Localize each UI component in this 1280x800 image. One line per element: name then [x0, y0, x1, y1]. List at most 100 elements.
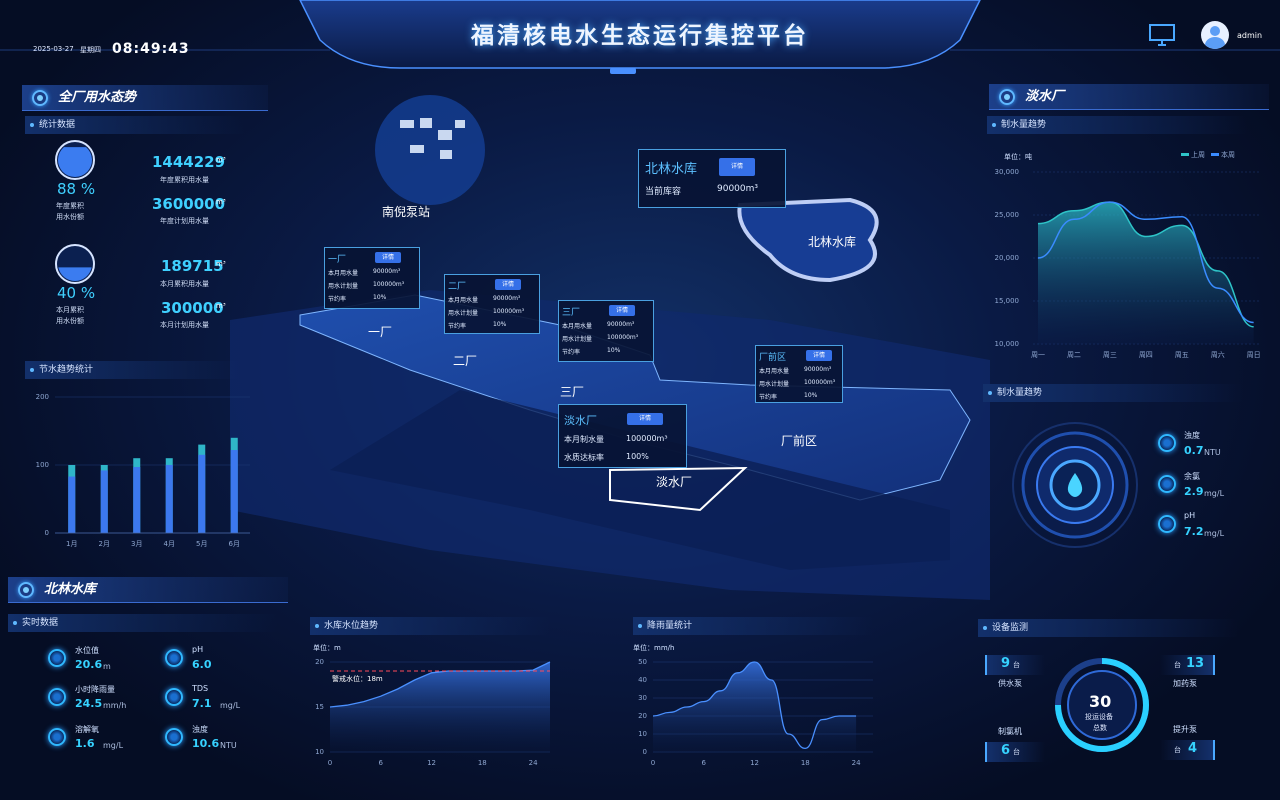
legend-swatch — [1211, 153, 1219, 156]
y-tick-label: 20 — [315, 658, 324, 666]
reservoir-detail-button[interactable]: 详情 — [719, 158, 755, 176]
sub-header-devices: 设备监测 — [978, 619, 1238, 637]
x-tick-label: 周三 — [1103, 351, 1117, 359]
plant-detail-button[interactable]: 详情 — [495, 279, 521, 290]
map-label-reservoir: 北林水库 — [808, 235, 857, 249]
plant-detail-button[interactable]: 详情 — [806, 350, 832, 361]
bar-used — [133, 467, 141, 533]
sub-header-rainfall: 降雨量统计 — [633, 617, 873, 635]
monitor-icon[interactable] — [1148, 23, 1176, 47]
plant-row-key: 节约率 — [448, 323, 467, 330]
year-total-label: 年度累积用水量 — [160, 176, 209, 184]
y-tick-label: 0 — [45, 529, 49, 537]
fresh-row-key: 本月制水量 — [564, 435, 604, 444]
reservoir-popup-title: 北林水库 — [645, 162, 698, 177]
pump-station-disc[interactable] — [375, 95, 485, 205]
sensor-unit: NTU — [220, 741, 237, 750]
plant-row-key: 本月用水量 — [759, 368, 790, 375]
map-label-plant-3: 三厂 — [560, 385, 585, 399]
unit-label: m³ — [216, 156, 226, 164]
year-plan-label: 年度计划用水量 — [160, 217, 209, 225]
quality-name: 浊度 — [1184, 431, 1200, 440]
plant-row-value: 10% — [373, 294, 387, 301]
sensor-ring-icon — [48, 728, 66, 746]
y-tick-label: 25,000 — [995, 211, 1020, 219]
unit-label: m³ — [216, 302, 226, 310]
plant-row-key: 用水计划量 — [562, 336, 593, 343]
series-line — [1037, 201, 1254, 328]
production-unit-label: 单位：吨 — [1004, 153, 1032, 161]
quality-value: 0.7 — [1184, 444, 1204, 457]
fresh-plant-popup: 淡水厂 详情 本月制水量 100000m³ 水质达标率 100% — [558, 404, 687, 468]
month-plan-label: 本月计划用水量 — [160, 321, 209, 329]
avatar-body-icon — [1205, 37, 1225, 49]
sensor-ring-icon — [165, 688, 183, 706]
plant-row-value: 90000m³ — [493, 295, 521, 302]
fresh-row-value: 100000m³ — [626, 434, 668, 443]
sensor-value: 10.6 — [192, 737, 220, 750]
plant-row-value: 10% — [493, 321, 507, 328]
device-supply-pump[interactable]: 9 台 — [985, 655, 1045, 675]
target-icon — [999, 89, 1015, 105]
device-dosing-pump[interactable]: 台 13 — [1160, 655, 1215, 675]
series-area — [1038, 202, 1254, 344]
plant-row-key: 节约率 — [562, 349, 581, 356]
current-time: 08:49:43 — [112, 41, 190, 57]
map-roads — [330, 390, 950, 570]
x-tick-label: 周日 — [1247, 351, 1261, 359]
x-tick-label: 6 — [702, 759, 707, 767]
rain-unit-label: 单位：mm/h — [633, 644, 675, 652]
device-chlorinator[interactable]: 6 台 — [985, 742, 1045, 762]
x-tick-label: 周四 — [1139, 351, 1153, 359]
x-tick-label: 0 — [651, 759, 655, 767]
device-lift-pump[interactable]: 台 4 — [1160, 740, 1215, 760]
reservoir-lake[interactable] — [737, 197, 879, 283]
plant-row-key: 本月用水量 — [328, 270, 359, 277]
plant-row-value: 10% — [607, 347, 621, 354]
sensor-ring-icon — [165, 649, 183, 667]
plant-row-value: 90000m³ — [607, 321, 635, 328]
device-count: 4 — [1188, 741, 1198, 756]
plant-detail-button[interactable]: 详情 — [375, 252, 401, 263]
quality-unit: NTU — [1204, 448, 1221, 457]
fresh-plant-outline[interactable] — [609, 466, 748, 512]
level-area — [330, 662, 550, 752]
rain-area — [653, 662, 857, 752]
bar-used — [198, 454, 206, 533]
fresh-row-value: 100% — [626, 452, 649, 461]
fresh-detail-button[interactable]: 详情 — [627, 413, 663, 425]
y-tick-label: 30 — [638, 694, 647, 702]
y-tick-label: 200 — [36, 393, 49, 401]
device-name: 提升泵 — [1173, 725, 1197, 734]
sensor-name: 浊度 — [192, 725, 208, 734]
user-avatar[interactable] — [1201, 21, 1229, 49]
bar-used — [100, 470, 108, 533]
sensor-unit: mg/L — [103, 741, 124, 750]
year-share-gauge — [55, 140, 95, 180]
device-total-count: 30 — [1089, 692, 1112, 711]
unit-label: m³ — [216, 260, 226, 268]
x-tick-label: 0 — [328, 759, 332, 767]
device-unit: 台 — [1013, 748, 1020, 756]
plant-detail-button[interactable]: 详情 — [609, 305, 635, 316]
y-tick-label: 100 — [36, 461, 49, 469]
map-label-fresh-plant: 淡水厂 — [656, 475, 693, 489]
x-tick-label: 3月 — [131, 540, 142, 548]
section-header-fresh-plant: 淡水厂 — [989, 84, 1269, 110]
sensor-value: 6.0 — [192, 658, 212, 671]
month-share-percent: 40 % — [57, 284, 96, 302]
username[interactable]: admin — [1237, 31, 1263, 40]
month-share-gauge — [55, 244, 95, 284]
level-unit-label: 单位：m — [313, 644, 341, 652]
y-tick-label: 15 — [315, 703, 324, 711]
y-tick-label: 50 — [638, 658, 647, 666]
x-tick-label: 12 — [750, 759, 759, 767]
plant-popup-title: 厂前区 — [759, 353, 787, 363]
x-tick-label: 周一 — [1031, 351, 1045, 359]
